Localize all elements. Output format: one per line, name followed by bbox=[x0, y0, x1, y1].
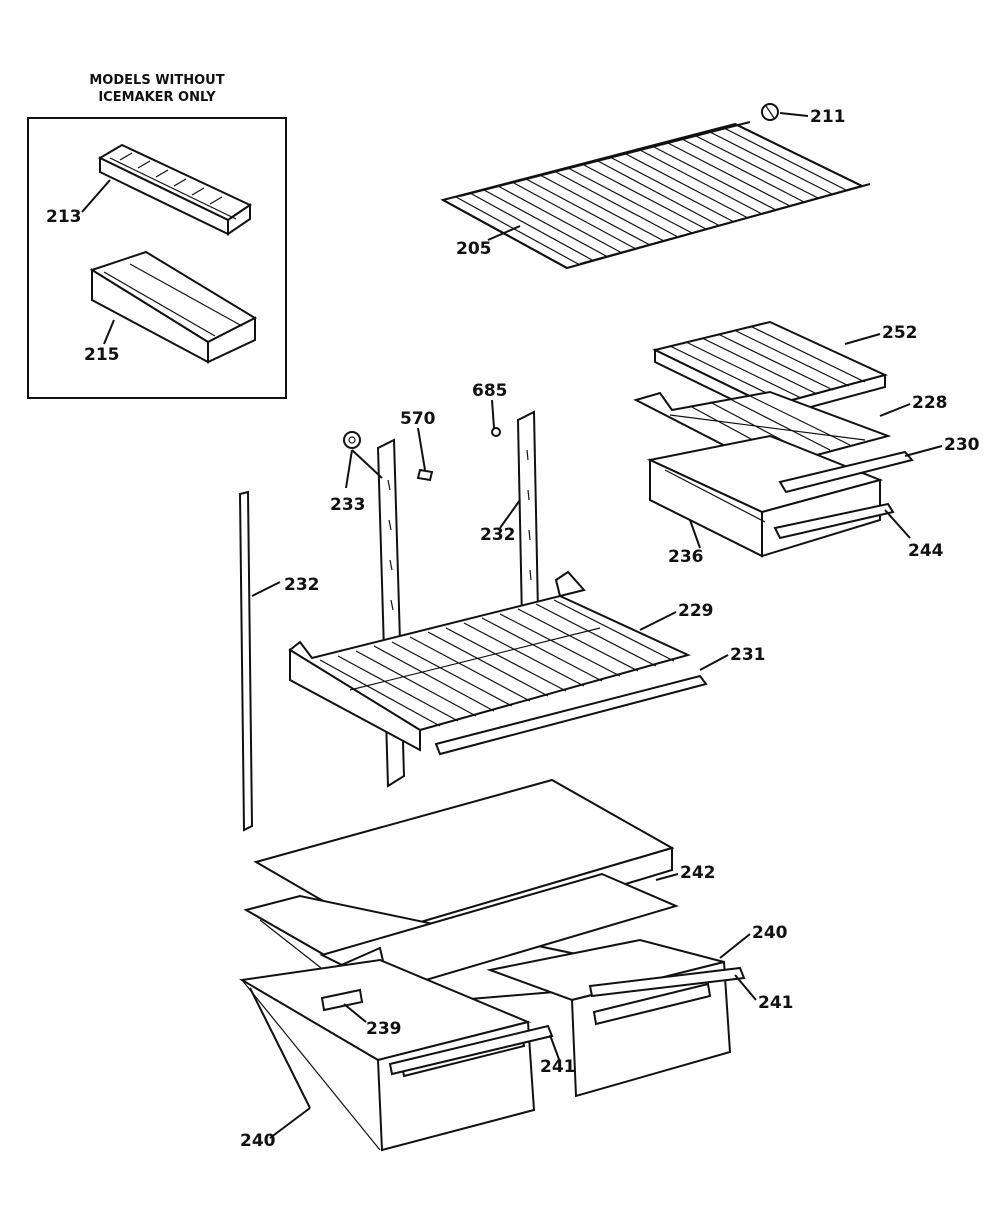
callout-241-left: 241 bbox=[540, 1057, 576, 1077]
drawer-240-right bbox=[486, 938, 732, 1098]
callout-215: 215 bbox=[84, 345, 120, 365]
ice-bin-215 bbox=[89, 250, 258, 364]
rail-232-center-right bbox=[516, 410, 540, 622]
rod-239 bbox=[320, 988, 364, 1012]
callout-241-right: 241 bbox=[758, 993, 794, 1013]
trim-230 bbox=[778, 450, 914, 494]
callout-236: 236 bbox=[668, 547, 704, 567]
callout-239: 239 bbox=[366, 1019, 402, 1039]
callout-205: 205 bbox=[456, 239, 492, 259]
inset-box: MODELS WITHOUT ICEMAKER ONLY bbox=[27, 73, 287, 399]
ice-tray-213 bbox=[97, 143, 253, 236]
inset-header-line1: MODELS WITHOUT bbox=[89, 73, 224, 88]
callout-252: 252 bbox=[882, 323, 918, 343]
callout-232-left: 232 bbox=[284, 575, 320, 595]
rod-241-right bbox=[588, 966, 746, 998]
screw-211 bbox=[761, 103, 809, 121]
callout-233: 233 bbox=[330, 495, 366, 515]
callout-242: 242 bbox=[680, 863, 716, 883]
screw-570 bbox=[416, 427, 434, 482]
callout-231: 231 bbox=[730, 645, 766, 665]
leader-lines bbox=[81, 179, 943, 1139]
callout-211: 211 bbox=[810, 107, 846, 127]
screw-233 bbox=[343, 431, 383, 489]
trim-244 bbox=[773, 502, 895, 540]
callout-229: 229 bbox=[678, 601, 714, 621]
inset-header-line2: ICEMAKER ONLY bbox=[98, 90, 216, 105]
shelf-229 bbox=[288, 570, 691, 752]
rail-232-left bbox=[238, 490, 254, 832]
callout-240-right: 240 bbox=[752, 923, 788, 943]
callout-240-left: 240 bbox=[240, 1131, 276, 1151]
callout-232-center: 232 bbox=[480, 525, 516, 545]
callout-570: 570 bbox=[400, 409, 436, 429]
callout-244: 244 bbox=[908, 541, 944, 561]
callout-685: 685 bbox=[472, 381, 508, 401]
callout-230: 230 bbox=[944, 435, 980, 455]
callout-213: 213 bbox=[46, 207, 82, 227]
wire-shelf-205 bbox=[440, 121, 871, 270]
rod-241-left bbox=[388, 1024, 554, 1076]
screw-685 bbox=[491, 399, 501, 437]
callout-228: 228 bbox=[912, 393, 948, 413]
crisper-pan-236 bbox=[646, 434, 884, 558]
callout-labels: 211 213 215 205 252 228 230 244 236 570 … bbox=[46, 107, 980, 1151]
trim-231 bbox=[434, 674, 708, 756]
